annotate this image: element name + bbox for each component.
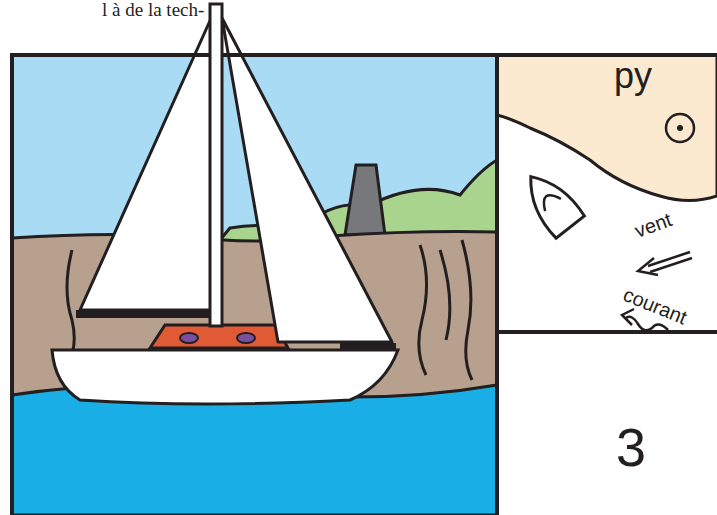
lighthouse-symbol xyxy=(666,114,694,142)
boat-icon xyxy=(516,165,585,238)
cabin xyxy=(150,325,288,348)
wind-arrow xyxy=(638,252,692,275)
jib xyxy=(222,18,392,342)
cliff xyxy=(12,232,497,515)
mast xyxy=(210,4,222,326)
hull xyxy=(52,350,398,404)
porthole xyxy=(237,333,255,343)
panel-number: 3 xyxy=(616,420,646,474)
bowsprit xyxy=(340,343,396,349)
map-place-label: py xyxy=(614,58,652,94)
text-fragment: l à de la tech- xyxy=(100,0,206,19)
map-panel xyxy=(497,55,717,332)
number-panel xyxy=(497,332,717,515)
lighthouse-dot xyxy=(677,125,683,131)
porthole xyxy=(180,333,198,343)
frame xyxy=(12,55,717,515)
lighthouse xyxy=(345,165,385,235)
boom xyxy=(76,310,222,318)
mainsail xyxy=(80,14,216,310)
